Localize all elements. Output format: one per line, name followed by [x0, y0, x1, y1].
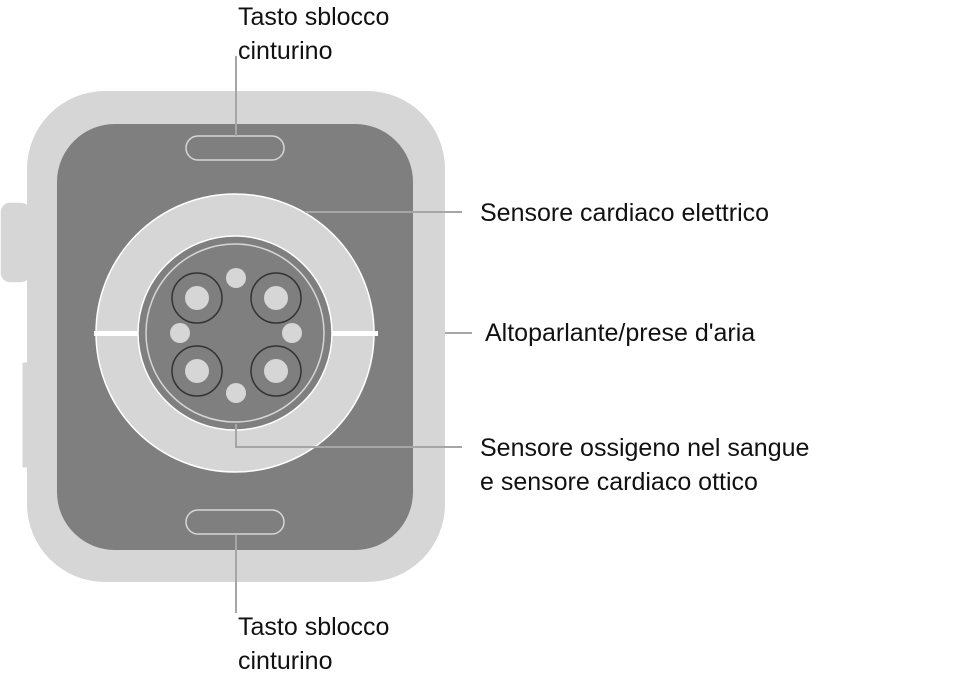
- leader-lines: [235, 56, 472, 613]
- optical-sensor-lens: [264, 286, 288, 310]
- label-band-release-top: Tasto sblocco cinturino: [238, 0, 389, 68]
- label-line: Tasto sblocco: [238, 613, 390, 641]
- digital-crown: [0, 201, 32, 284]
- band-release-button-bottom: [185, 509, 285, 535]
- label-electrical-heart-sensor: Sensore cardiaco elettrico: [480, 199, 770, 227]
- sensor-dot: [226, 383, 246, 403]
- optical-sensors: [170, 268, 302, 403]
- label-band-release-bottom: Tasto sblocco cinturino: [238, 610, 389, 678]
- sensor-dot: [170, 323, 190, 343]
- sensor-dot: [226, 268, 246, 288]
- label-line: cinturino: [238, 647, 333, 675]
- optical-sensor-lens: [185, 286, 209, 310]
- label-speaker-vents: Altoparlante/prese d'aria: [485, 319, 756, 347]
- band-release-button-top: [185, 135, 285, 161]
- optical-sensor-lens: [264, 359, 288, 383]
- label-line: Sensore ossigeno nel sangue: [480, 434, 810, 462]
- label-blood-oxygen-sensor: Sensore ossigeno nel sangue e sensore ca…: [480, 431, 809, 499]
- label-line: cinturino: [238, 37, 333, 65]
- label-line: e sensore cardiaco ottico: [480, 468, 758, 496]
- leader-blood-oxygen: [235, 424, 462, 448]
- label-line: Tasto sblocco: [238, 3, 390, 31]
- optical-sensor-lens: [185, 359, 209, 383]
- sensor-dot: [282, 323, 302, 343]
